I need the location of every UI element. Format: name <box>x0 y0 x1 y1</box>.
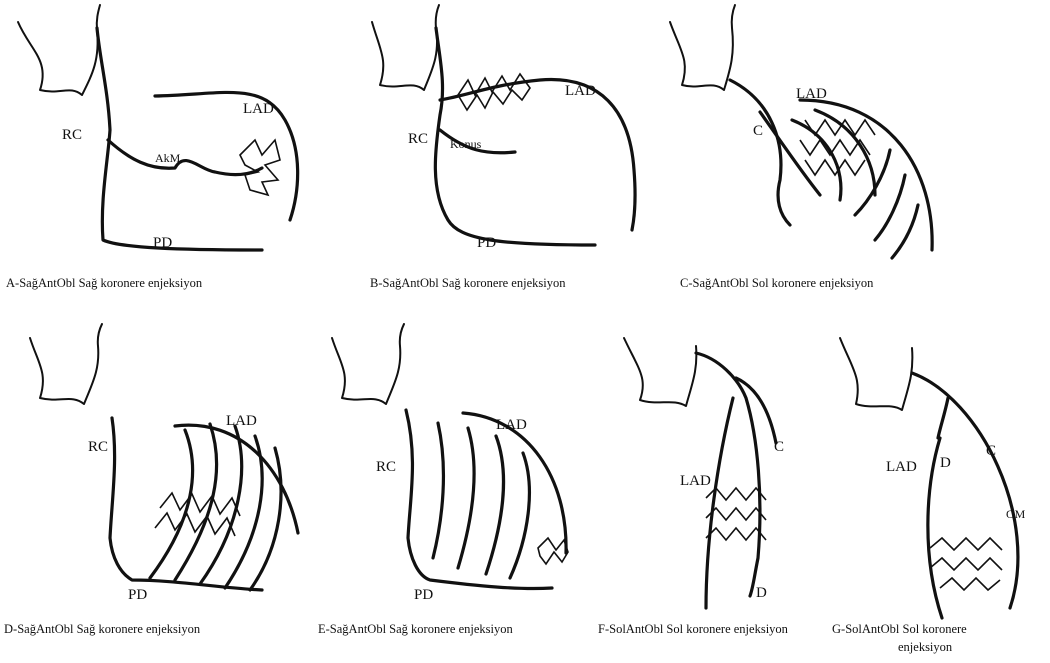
label-konus: Konus <box>450 138 481 150</box>
label-pd: PD <box>414 588 433 603</box>
caption-b: B-SağAntObl Sağ koronere enjeksiyon <box>370 276 565 290</box>
caption-g-line1: G-SolAntObl Sol koronere <box>832 622 967 636</box>
panel-a-drawing <box>0 0 330 300</box>
label-lad: LAD <box>680 474 711 489</box>
panel-b-drawing <box>340 0 660 300</box>
caption-f: F-SolAntObl Sol koronere enjeksiyon <box>598 622 788 636</box>
label-rc: RC <box>88 440 108 455</box>
caption-d: D-SağAntObl Sağ koronere enjeksiyon <box>4 622 200 636</box>
label-lad: LAD <box>796 87 827 102</box>
label-pd: PD <box>128 588 147 603</box>
label-om: OM <box>1006 508 1025 520</box>
label-rc: RC <box>62 128 82 143</box>
panel-e: RC LAD PD E-SağAntObl Sağ koronere enjek… <box>318 318 598 658</box>
label-c: C <box>753 124 763 139</box>
panel-g: LAD D C OM G-SolAntObl Sol koronere enje… <box>830 318 1050 663</box>
label-akm: AkM <box>155 152 180 164</box>
panel-d: RC LAD PD D-SağAntObl Sağ koronere enjek… <box>0 318 320 658</box>
label-pd: PD <box>153 236 172 251</box>
label-rc: RC <box>376 460 396 475</box>
label-lad: LAD <box>496 418 527 433</box>
caption-a: A-SağAntObl Sağ koronere enjeksiyon <box>6 276 202 290</box>
panel-b: RC Konus LAD PD B-SağAntObl Sağ koronere… <box>340 0 660 300</box>
label-c: C <box>774 440 784 455</box>
panel-c: C LAD C-SağAntObl Sol koronere enjeksiyo… <box>660 0 990 300</box>
panel-a: RC AkM LAD PD A-SağAntObl Sağ koronere e… <box>0 0 330 300</box>
label-d: D <box>756 586 767 601</box>
label-c: C <box>986 444 996 459</box>
label-lad: LAD <box>226 414 257 429</box>
panel-g-drawing <box>830 318 1050 663</box>
panel-d-drawing <box>0 318 320 658</box>
label-rc: RC <box>408 132 428 147</box>
label-pd: PD <box>477 236 496 251</box>
panel-f-drawing <box>598 318 848 658</box>
caption-g-line2: enjeksiyon <box>898 640 952 654</box>
label-d: D <box>940 456 951 471</box>
caption-e: E-SağAntObl Sağ koronere enjeksiyon <box>318 622 513 636</box>
panel-e-drawing <box>318 318 598 658</box>
label-lad: LAD <box>243 102 274 117</box>
panel-f: LAD C D F-SolAntObl Sol koronere enjeksi… <box>598 318 848 658</box>
caption-c: C-SağAntObl Sol koronere enjeksiyon <box>680 276 873 290</box>
label-lad: LAD <box>886 460 917 475</box>
label-lad: LAD <box>565 84 596 99</box>
panel-c-drawing <box>660 0 990 300</box>
